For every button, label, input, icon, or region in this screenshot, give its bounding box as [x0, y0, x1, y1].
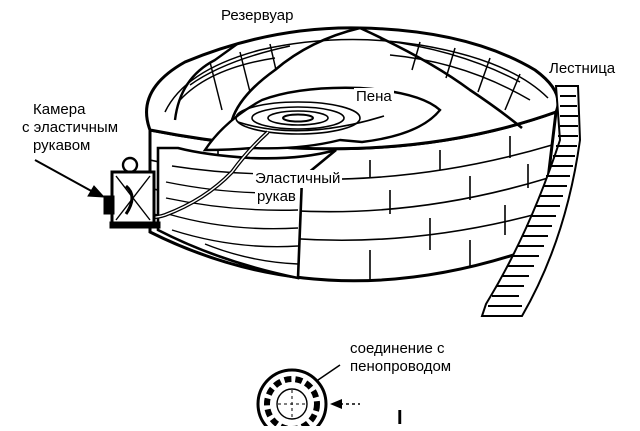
connection-arrow: [317, 364, 341, 381]
hose-label-line2: рукав: [255, 188, 298, 206]
foam-label: Пена: [354, 88, 394, 106]
chamber-label-line3: рукавом: [33, 137, 91, 154]
ladder: [480, 85, 582, 317]
connection-label-line1: соединение с: [350, 340, 445, 357]
chamber-label-line2: с эластичным: [22, 119, 119, 136]
connection-section: [256, 368, 360, 431]
reservoir-label: Резервуар: [221, 7, 294, 24]
chamber-arrow: [34, 159, 106, 198]
connection-label-line2: пенопроводом: [350, 358, 452, 375]
chamber-label-line1: Камера: [33, 101, 86, 118]
foam-surface: [235, 101, 385, 135]
section-mark: I: [397, 407, 403, 426]
hose-label-line1: Эластичный: [253, 170, 343, 188]
foam-chamber: [103, 156, 161, 229]
ladder-label: Лестница: [549, 60, 616, 77]
